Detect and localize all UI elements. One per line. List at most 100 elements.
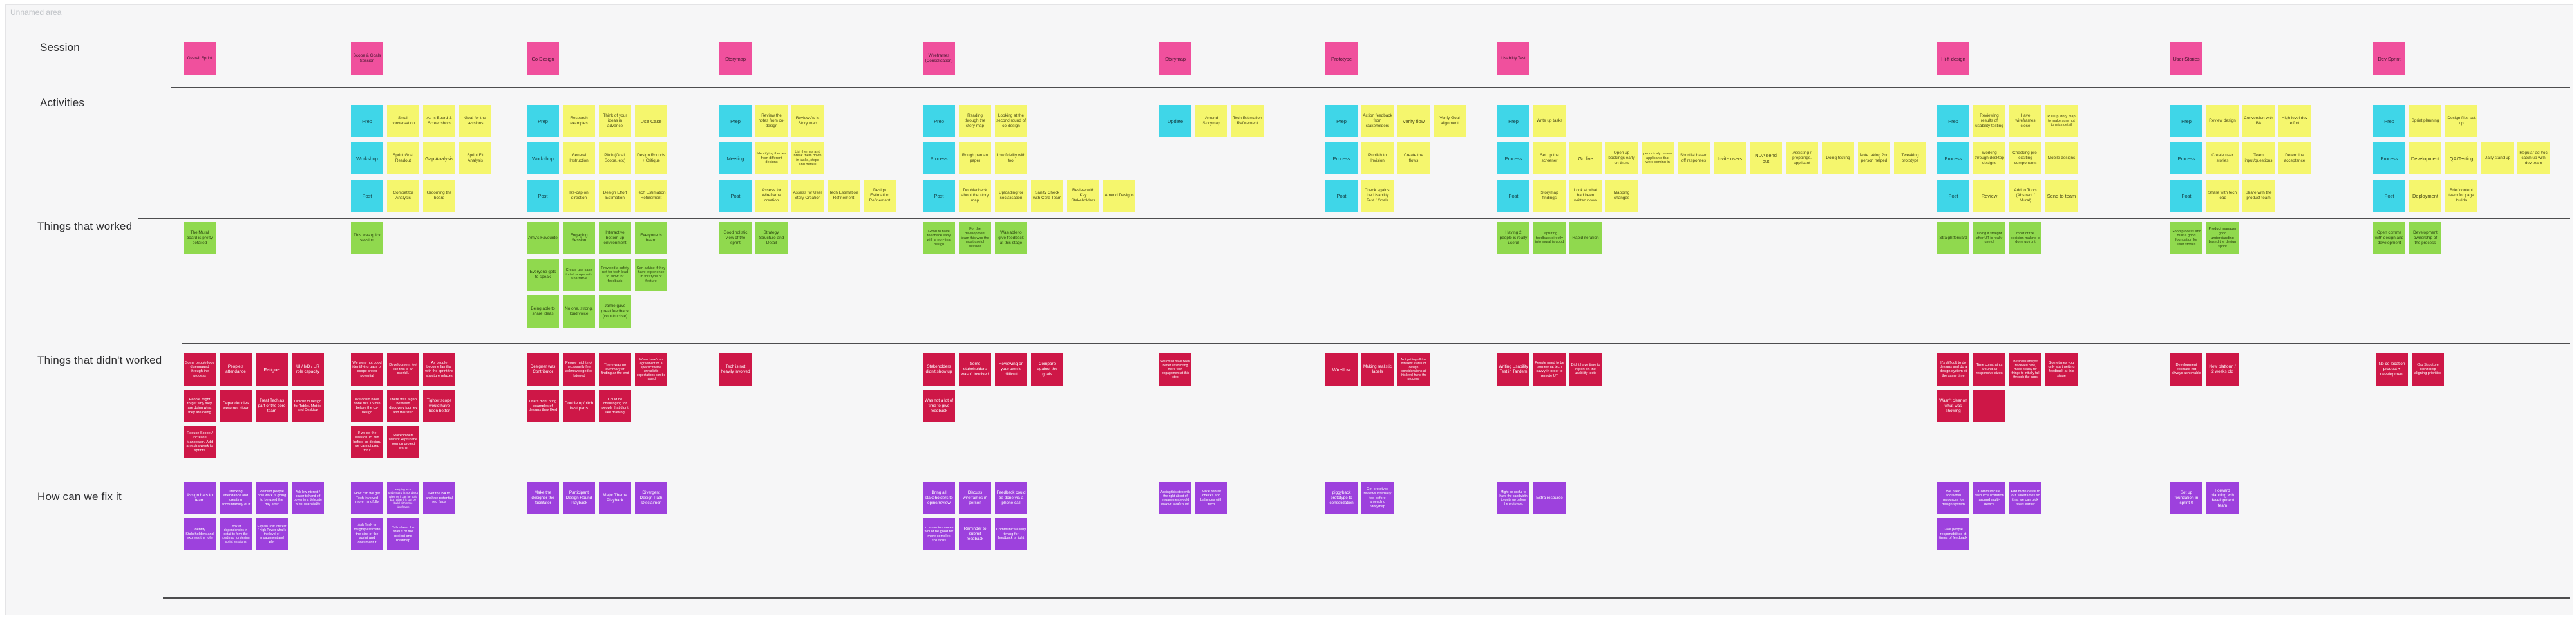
sticky-note[interactable]: Good to have feedback early with a non-f… (923, 222, 955, 254)
sticky-note[interactable]: Was able to give feedback at this stage (995, 222, 1027, 254)
sticky-note[interactable]: Design Estimation Refinement (864, 180, 896, 212)
sticky-note[interactable]: Extra resource (1533, 482, 1566, 514)
sticky-note[interactable]: Everyone is heard (635, 222, 667, 254)
sticky-note[interactable]: Good holistic view of the sprint (719, 222, 752, 254)
sticky-note[interactable]: Open up bookings early on thurs (1605, 142, 1638, 174)
sticky-note[interactable]: Conversion with BA (2242, 105, 2275, 137)
sticky-note[interactable]: Gap Analysis (423, 142, 455, 174)
sticky-note[interactable]: Fatigue (256, 353, 288, 386)
sticky-note[interactable]: Go live (1569, 142, 1602, 174)
sticky-note[interactable]: Writing Usability Test in Tandem (1497, 353, 1530, 386)
sticky-note[interactable]: Tech is not heavily involved (719, 353, 752, 386)
sticky-note[interactable]: Adding this step with the right about of… (1159, 482, 1191, 514)
sticky-note[interactable]: periodicaly review applicants that were … (1642, 142, 1674, 174)
sticky-note[interactable]: Some stakeholders wasn't involved (959, 353, 991, 386)
sticky-note[interactable]: Invite users (1714, 142, 1746, 174)
sticky-note[interactable]: NDA send out (1750, 142, 1782, 174)
sticky-note[interactable]: Mapping changes (1605, 180, 1638, 212)
sticky-note[interactable]: Could be challenging for people that did… (599, 390, 631, 422)
session-note[interactable]: Prototype (1325, 42, 1358, 75)
sticky-note[interactable]: This was quick session (351, 222, 383, 254)
sticky-note[interactable]: How can we get Tech involved more mindfu… (351, 482, 383, 514)
sticky-note[interactable]: Doing it straight after UT is really use… (1973, 222, 2005, 254)
sticky-note[interactable]: Review As Is Story map (791, 105, 824, 137)
sticky-note[interactable]: Product manager good understanding based… (2206, 222, 2239, 254)
sticky-note[interactable]: Give people responabilites at times of f… (1937, 518, 1969, 550)
sticky-note[interactable]: There was a gap between discovery journe… (387, 390, 419, 422)
sticky-note[interactable]: Forward planning wth development team (2206, 482, 2239, 514)
sticky-note[interactable]: Add to Tools (Abstract / Mural) (2009, 180, 2041, 212)
sticky-note[interactable]: Divergent Design Path Disclaimer (635, 482, 667, 514)
sticky-note[interactable]: Not getting all the different states or … (1397, 353, 1430, 386)
sticky-note[interactable]: Amend Storymap (1195, 105, 1227, 137)
sticky-note[interactable]: Process (1325, 142, 1358, 174)
sticky-note[interactable]: Action feedback from stakeholders (1361, 105, 1394, 137)
sticky-note[interactable]: Was not a lot of time to give feedback (923, 390, 955, 422)
sticky-note[interactable]: Participant Design Round Playback (563, 482, 595, 514)
session-note[interactable]: User Stories (2170, 42, 2202, 75)
sticky-note[interactable] (1973, 390, 2005, 422)
sticky-note[interactable]: People might forget why they are doing w… (184, 390, 216, 422)
session-note[interactable]: Overall Sprint (184, 42, 216, 75)
sticky-note[interactable]: Tracking attendance and creating account… (220, 482, 252, 514)
sticky-note[interactable]: Meeting (719, 142, 752, 174)
sticky-note[interactable]: Ask low interest / power to hand off pow… (292, 482, 324, 514)
sticky-note[interactable]: Capturing feedback directly into mural i… (1533, 222, 1566, 254)
sticky-note[interactable]: Get prototype reviews internally too bef… (1361, 482, 1394, 514)
sticky-note[interactable]: Post (351, 180, 383, 212)
sticky-note[interactable]: Prep (527, 105, 559, 137)
sticky-note[interactable]: Post (527, 180, 559, 212)
sticky-note[interactable]: Users didnt bring examples of designs th… (527, 390, 559, 422)
session-note[interactable]: Storymap (719, 42, 752, 75)
sticky-note[interactable]: Deployment (2409, 180, 2441, 212)
sticky-note[interactable]: UI / IxD / UR role capacity (292, 353, 324, 386)
sticky-note[interactable]: Prep (719, 105, 752, 137)
sticky-note[interactable]: Doing testing (1822, 142, 1854, 174)
sticky-note[interactable]: Ask Tech to roughly estimate the size of… (351, 518, 383, 550)
sticky-note[interactable]: Reduce Scope / Increase Manpower / Add a… (184, 426, 216, 458)
sticky-note[interactable]: Double up/pitch best parts (563, 390, 595, 422)
sticky-note[interactable]: There was no summary of finding ar the e… (599, 353, 631, 386)
sticky-note[interactable]: Assign hats to team (184, 482, 216, 514)
sticky-note[interactable]: Communicate why timing for feedback is t… (995, 518, 1027, 550)
sticky-note[interactable]: We could have done this 15 min before th… (351, 390, 383, 422)
sticky-note[interactable]: Design Effort Estimation (599, 180, 631, 212)
sticky-note[interactable]: Checking pre-exsiting components (2009, 142, 2041, 174)
sticky-note[interactable]: Strategy, Structure and Detail (755, 222, 788, 254)
sticky-note[interactable]: Process (1497, 142, 1530, 174)
sticky-note[interactable]: People's attendance (220, 353, 252, 386)
sticky-note[interactable]: We could have been better at soliciting … (1159, 353, 1191, 386)
sticky-note[interactable]: Verify flow (1397, 105, 1430, 137)
sticky-note[interactable]: Wasn't clear on what was showing (1937, 390, 1969, 422)
sticky-note[interactable]: For the development team this was the mo… (959, 222, 991, 254)
sticky-note[interactable]: Review with Key Stakeholders (1067, 180, 1099, 212)
sticky-note[interactable]: Open comms with design and development (2373, 222, 2405, 254)
sticky-note[interactable]: Difficult to design for Tablet, Mobile a… (292, 390, 324, 422)
sticky-note[interactable]: Looking at the second round of co-design (995, 105, 1027, 137)
sticky-note[interactable]: Set up the screener (1533, 142, 1566, 174)
sticky-note[interactable]: Prep (351, 105, 383, 137)
session-note[interactable]: Usability Test (1497, 42, 1530, 75)
sticky-note[interactable]: Development ownership of the process (2409, 222, 2441, 254)
sticky-note[interactable]: Competitor Analysis (387, 180, 419, 212)
sticky-note[interactable]: Stakeholders didn't show up (923, 353, 955, 386)
sticky-note[interactable]: As people become familiar with the sprin… (423, 353, 455, 386)
sticky-note[interactable]: Update (1159, 105, 1191, 137)
session-note[interactable]: Hi-fi design (1937, 42, 1969, 75)
sticky-note[interactable]: Reminder to submit feedback (959, 518, 991, 550)
sticky-note[interactable]: Business analyst reviewed here, made it … (2009, 353, 2041, 386)
sticky-note[interactable]: Prep (923, 105, 955, 137)
sticky-note[interactable]: piggyback prototype to consolidation (1325, 482, 1358, 514)
sticky-note[interactable]: Daily stand up (2481, 142, 2514, 174)
sticky-note[interactable]: Making realistic labels (1361, 353, 1394, 386)
sticky-note[interactable]: Dependencies were not clear (220, 390, 252, 422)
sticky-note[interactable]: Sprint Goal Readout (387, 142, 419, 174)
sticky-note[interactable]: Post (2373, 180, 2405, 212)
sticky-note[interactable]: Send to team (2045, 180, 2078, 212)
sticky-note[interactable]: Storymap findings (1533, 180, 1566, 212)
sticky-note[interactable]: Note taking 2nd person helped (1858, 142, 1890, 174)
sticky-note[interactable]: Interactive bottom up environment (599, 222, 631, 254)
sticky-note[interactable]: Time constraints around all responsive s… (1973, 353, 2005, 386)
sticky-note[interactable]: Identify Stakeholders and express the ro… (184, 518, 216, 550)
